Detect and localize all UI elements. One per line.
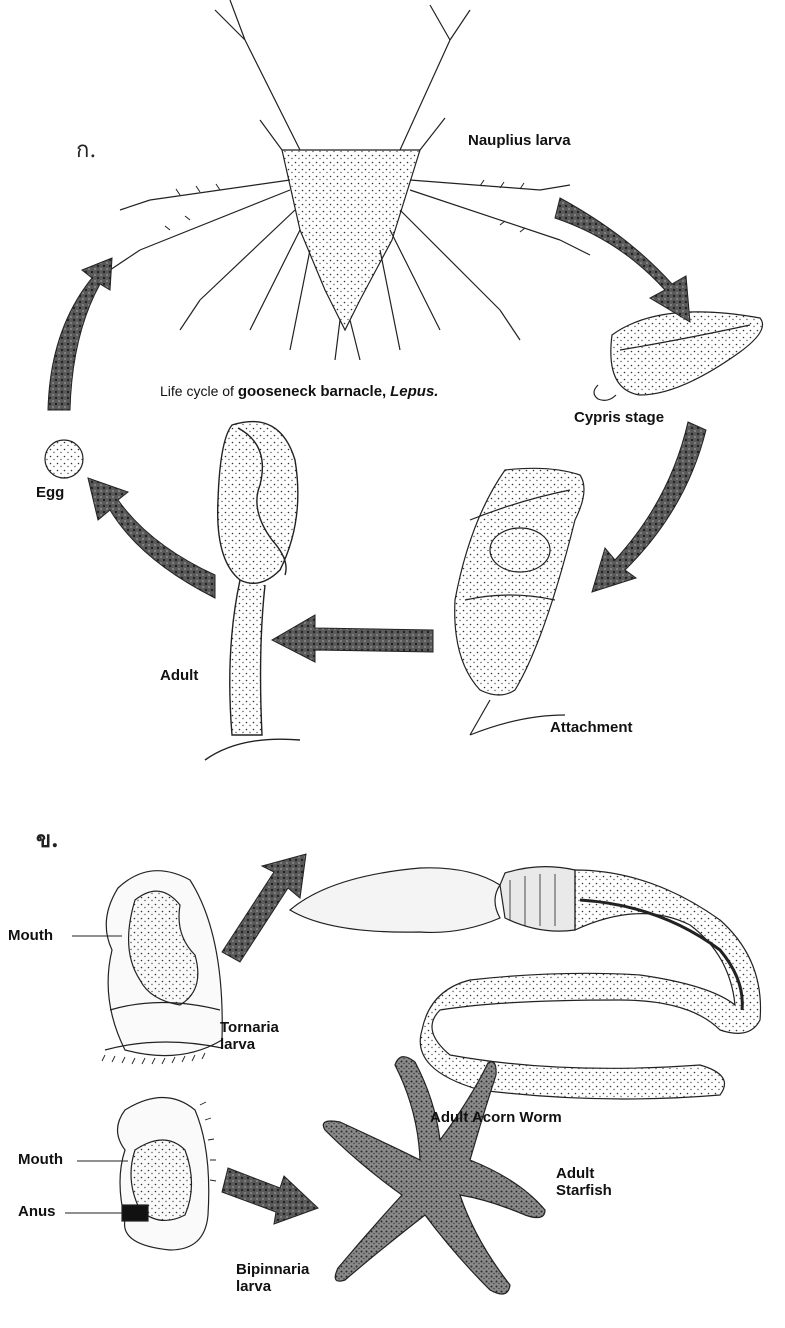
arrow-egg-to-nauplius — [48, 258, 112, 410]
attachment-label: Attachment — [550, 720, 633, 737]
adult-barnacle-drawing — [205, 422, 300, 760]
adult-label: Adult — [160, 668, 198, 685]
arrow-attachment-to-adult — [272, 615, 433, 662]
tornaria-larva-label: Tornaria larva — [220, 1020, 279, 1053]
caption-genus: Lepus. — [390, 383, 438, 400]
section-b-marker: ข. — [36, 822, 59, 857]
anus-label: Anus — [18, 1204, 56, 1221]
egg-label: Egg — [36, 485, 64, 502]
arrow-adult-to-egg — [88, 478, 215, 598]
section-a-caption: Life cycle of gooseneck barnacle, Lepus. — [160, 383, 438, 400]
bipinnaria-mouth-label: Mouth — [18, 1152, 63, 1169]
caption-common-name: gooseneck barnacle, — [238, 383, 386, 400]
bipinnaria-larva-drawing — [65, 1098, 216, 1251]
acorn-worm-label: Adult Acorn Worm — [430, 1110, 562, 1127]
caption-prefix: Life cycle of — [160, 383, 234, 399]
nauplius-larva-drawing — [110, 0, 590, 360]
acorn-worm-drawing — [290, 867, 761, 1099]
cypris-stage-label: Cypris stage — [574, 410, 664, 427]
tornaria-mouth-label: Mouth — [8, 928, 53, 945]
arrow-cypris-to-attachment — [592, 422, 706, 592]
attachment-drawing — [455, 468, 584, 735]
starfish-label: Adult Starfish — [556, 1166, 612, 1199]
egg-drawing — [45, 440, 83, 478]
nauplius-larva-label: Nauplius larva — [468, 133, 571, 150]
section-a-marker: ก. — [76, 132, 96, 167]
cypris-drawing — [594, 312, 763, 400]
arrow-nauplius-to-cypris — [555, 198, 690, 322]
arrow-bipinnaria-to-starfish — [222, 1168, 318, 1224]
tornaria-larva-drawing — [72, 871, 222, 1064]
bipinnaria-larva-label: Bipinnaria larva — [236, 1262, 309, 1295]
